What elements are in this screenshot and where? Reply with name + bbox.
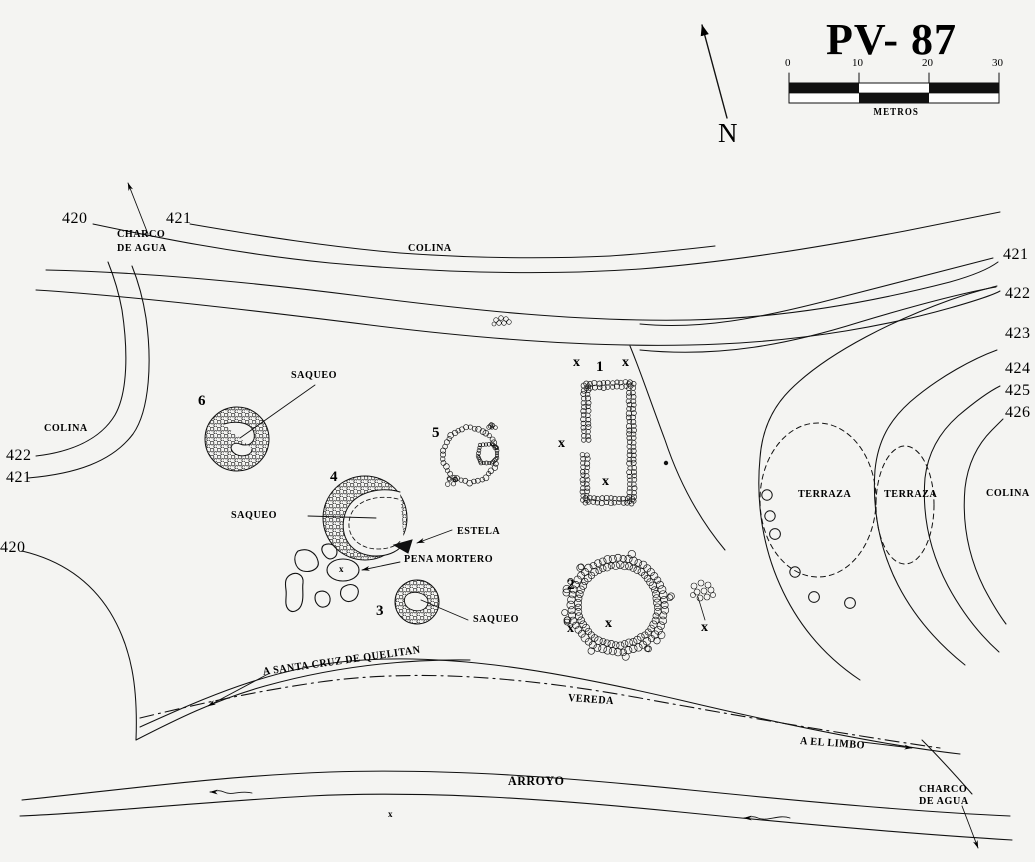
structure-3-mound	[394, 579, 440, 625]
vereda-path	[139, 658, 961, 755]
contour-label-421-e: 421	[1003, 246, 1029, 263]
charco-de-agua-north-line1: CHARCO	[117, 228, 166, 240]
scale-tick-30: 30	[992, 57, 1003, 69]
terraza-2-label: TERRAZA	[884, 488, 938, 500]
contour-label-420-w: 420	[0, 539, 26, 556]
structure-5-circle	[439, 422, 500, 487]
colina-east-label: COLINA	[986, 487, 1030, 499]
x-marker-struct1-nw: x	[573, 355, 580, 370]
arroyo-stream	[19, 770, 1013, 841]
charco-agua-south-leader	[961, 805, 979, 849]
vereda-arrow-west	[207, 673, 269, 707]
x-marker-pena-mortero: x	[339, 564, 344, 574]
scale-tick-10: 10	[852, 57, 863, 69]
charco-agua-north-leader	[127, 182, 149, 235]
contour-label-422-w: 422	[6, 447, 32, 464]
structure-6-mound	[204, 406, 270, 472]
saqueo-leader-4	[307, 515, 377, 519]
contour-east-423	[629, 285, 998, 681]
point-feature	[663, 460, 669, 466]
contour-west-420	[21, 550, 137, 741]
estela-label: ESTELA	[457, 525, 501, 537]
charco-de-agua-south-line2: DE AGUA	[919, 795, 969, 807]
vereda-arrow-east	[861, 741, 913, 750]
contour-label-421-w: 421	[6, 469, 32, 486]
contour-label-421-nw: 421	[166, 210, 192, 227]
contour-east-425	[923, 385, 1001, 653]
saqueo-label-6: SAQUEO	[291, 369, 338, 381]
saqueo-leader-3	[420, 599, 469, 621]
charco-de-agua-north-line2: DE AGUA	[117, 242, 167, 254]
contour-right-421	[45, 261, 999, 321]
contour-east-422	[639, 286, 997, 353]
pena-mortero-leader	[361, 561, 401, 571]
contour-east-421	[639, 257, 994, 327]
structure-2-ring	[561, 550, 675, 661]
contour-north-421	[189, 223, 716, 259]
colina-west-label: COLINA	[44, 422, 88, 434]
structure-1-number: 1	[596, 359, 604, 375]
x-marker-struct1-ne: x	[622, 355, 629, 370]
structure-3-number: 3	[376, 603, 384, 619]
north-arrow	[700, 24, 728, 119]
contour-label-426-e: 426	[1005, 404, 1031, 421]
structure-6-number: 6	[198, 393, 206, 409]
scale-tick-20: 20	[922, 57, 933, 69]
stone-cluster-east-small	[690, 579, 716, 602]
contour-label-424-e: 424	[1005, 360, 1031, 377]
scale-unit-label: METROS	[873, 107, 920, 118]
contour-label-423-e: 423	[1005, 325, 1031, 342]
stone-cluster-on-contour	[491, 315, 512, 327]
charco-de-agua-south-line1: CHARCO	[919, 783, 968, 795]
structure-5-number: 5	[432, 425, 440, 441]
x-marker-east-cluster: x	[701, 620, 708, 635]
contour-stub-southeast	[921, 739, 973, 795]
colina-north-label: COLINA	[408, 242, 452, 254]
structure-1-enclosure	[579, 379, 638, 507]
contour-right-422	[35, 289, 1001, 346]
contour-label-422-e: 422	[1005, 285, 1031, 302]
scale-bar	[788, 72, 1000, 104]
north-label: N	[718, 118, 738, 148]
page-title: PV- 87	[826, 15, 958, 64]
contour-west-421	[27, 265, 150, 479]
structure-4-number: 4	[330, 469, 338, 485]
structure-2-number: 2	[567, 577, 575, 593]
contour-east-426	[963, 418, 1007, 625]
saqueo-label-4: SAQUEO	[231, 509, 278, 521]
saqueo-label-3: SAQUEO	[473, 613, 520, 625]
contour-west-422	[35, 261, 127, 457]
contour-lines-group	[19, 24, 1013, 849]
terraza-outline-1	[759, 422, 877, 578]
terraza-outline-2	[875, 445, 935, 565]
x-marker-arroyo: x	[388, 809, 393, 819]
boulder-scatter-east	[761, 489, 856, 609]
contour-label-420-nw: 420	[62, 210, 88, 227]
arroyo-label: ARROYO	[508, 773, 565, 788]
contour-west-lower-sweep	[135, 659, 471, 741]
saqueo-leader-6	[239, 384, 316, 439]
boulder-outlines	[284, 543, 360, 612]
contour-north-420	[92, 211, 1001, 274]
scale-tick-0: 0	[785, 57, 791, 69]
estela-leader	[416, 529, 453, 544]
terraza-1-label: TERRAZA	[798, 488, 852, 500]
x-marker-struct2-center: x	[605, 616, 612, 631]
pena-mortero-label: PENA MORTERO	[404, 553, 494, 565]
contour-label-425-e: 425	[1005, 382, 1031, 399]
x-marker-struct2-west: x	[567, 621, 574, 636]
arroyo-flow-arrow-2	[743, 815, 791, 821]
contour-east-424	[873, 349, 998, 666]
x-marker-struct1-inner: x	[602, 474, 609, 489]
estela-marker	[392, 539, 413, 554]
x-leader-east-cluster	[697, 596, 706, 621]
x-marker-struct1-west: x	[558, 436, 565, 451]
arroyo-flow-arrow-1	[209, 789, 253, 795]
